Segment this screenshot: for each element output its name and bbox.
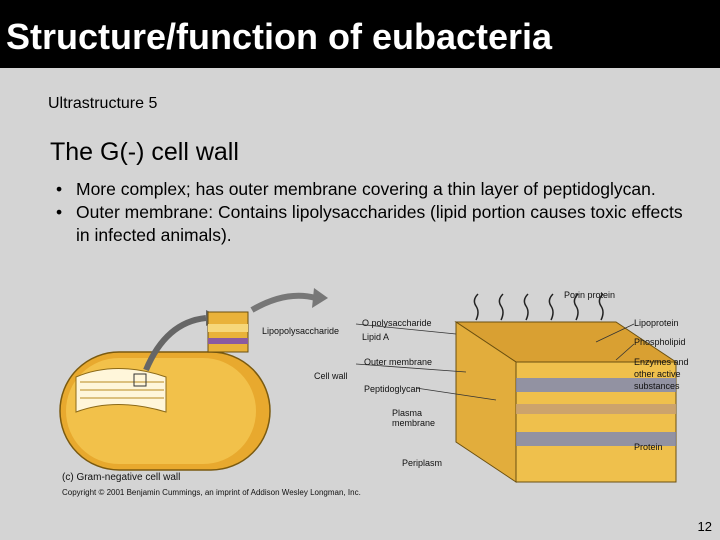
page-number: 12 [697,519,712,534]
label-lipid-a: Lipid A [362,332,390,342]
bullet-text: More complex; has outer membrane coverin… [76,179,656,199]
bullet-dot: • [56,202,63,222]
label-lipopolysaccharide: Lipopolysaccharide [262,326,340,336]
bullet-dot: • [56,179,63,199]
label-cell-wall: Cell wall [314,371,348,381]
section-heading: The G(-) cell wall [50,138,239,166]
cell-wall-illustration [59,288,678,483]
label-lipoprotein: Lipoprotein [634,318,679,328]
slide-title: Structure/function of eubacteria [6,16,553,57]
zoom-box [133,373,147,387]
label-phospholipid: Phospholipid [634,337,686,347]
label-outer-membrane: Outer membrane [364,357,433,367]
figure-copyright: Copyright © 2001 Benjamin Cummings, an i… [62,488,361,497]
label-o-polysaccharide: O polysaccharide [362,318,432,328]
title-bar: Structure/function of eubacteria [0,0,720,68]
label-enzymes: Enzymes and other active substances [634,357,689,391]
bullet-item: • More complex; has outer membrane cover… [56,178,696,201]
gram-negative-figure: Porin protein Lipopolysaccharide O polys… [56,282,706,504]
label-plasma-membrane: Plasma membrane [392,408,436,428]
label-periplasm: Periplasm [402,458,443,468]
label-porin: Porin protein [564,290,616,300]
label-peptidoglycan: Peptidoglycan [364,384,421,394]
figure-caption: (c) Gram-negative cell wall [62,472,181,483]
arrow-1 [143,315,207,372]
bullet-text: Outer membrane: Contains lipolysaccharid… [76,202,683,245]
label-protein: Protein [634,442,663,452]
slide-subtitle: Ultrastructure 5 [48,95,158,112]
bullet-item: • Outer membrane: Contains lipolysacchar… [56,201,696,247]
bullet-list: • More complex; has outer membrane cover… [56,178,696,247]
block-side [455,321,517,483]
arrow-2 [250,292,317,313]
